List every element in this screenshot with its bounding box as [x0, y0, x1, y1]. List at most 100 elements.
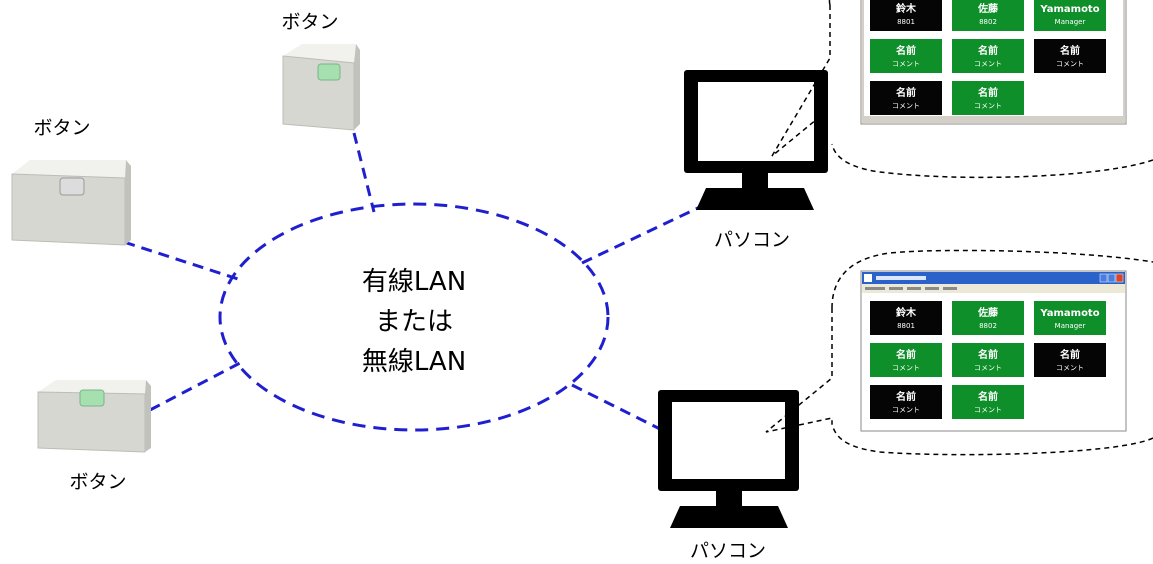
computer-label: パソコン [714, 229, 790, 251]
button-key [317, 63, 341, 81]
computer-bottom: パソコン [658, 390, 799, 562]
status-cell-bg [1034, 0, 1106, 31]
maximize-button[interactable] [1107, 273, 1116, 283]
window-menubar [862, 284, 1125, 293]
status-cell-sub: コメント [974, 364, 1002, 372]
status-cell[interactable]: 佐藤 8802 [952, 0, 1024, 31]
status-cell-bg [1034, 39, 1106, 73]
status-cell-bg [952, 343, 1024, 377]
status-cell-bg [1034, 301, 1106, 335]
status-cell-sub: 8801 [897, 322, 915, 330]
status-cell-name: 名前 [896, 348, 916, 361]
title-text-placeholder [876, 276, 926, 280]
link-pc-top [581, 205, 701, 265]
status-cell-name: 名前 [896, 86, 916, 99]
button-label: ボタン [33, 117, 90, 139]
status-cell[interactable]: 鈴木 8801 [870, 301, 942, 335]
status-cell-sub: Manager [1055, 18, 1086, 26]
status-cell-bg [870, 0, 942, 31]
callout-bottom [765, 249, 1153, 456]
status-grid: 鈴木8801佐藤8802YamamotoManager名前コメント名前コメント名… [870, 301, 1106, 419]
computer-label: パソコン [690, 540, 766, 562]
status-grid: 鈴木8801佐藤8802YamamotoManager名前コメント名前コメント名… [870, 0, 1106, 115]
status-cell-name: 名前 [1060, 348, 1080, 361]
computer-top: パソコン [684, 70, 828, 251]
button-label: ボタン [69, 471, 126, 493]
button-body [12, 160, 126, 178]
status-cell-bg [870, 385, 942, 419]
status-cell-sub: コメント [974, 406, 1002, 414]
status-cell-sub: コメント [892, 102, 920, 110]
button-device-top: ボタン [281, 11, 360, 131]
status-cell-name: 佐藤 [977, 2, 999, 15]
minimize-button[interactable] [1099, 273, 1108, 283]
status-cell-bg [870, 81, 942, 115]
window-titlebar [862, 272, 1125, 284]
button-device-left: ボタン [11, 117, 131, 246]
link-button-bottom [149, 361, 241, 412]
status-cell-sub: Manager [1055, 322, 1086, 330]
button-key [59, 177, 85, 196]
app-window-top: 鈴木8801佐藤8802YamamotoManager名前コメント名前コメント名… [860, 0, 1127, 125]
status-cell[interactable]: 佐藤 8802 [952, 301, 1024, 335]
status-cell-bg [952, 301, 1024, 335]
callout-top [771, 0, 1153, 179]
status-cell-sub: コメント [1056, 364, 1084, 372]
status-cell-bg [1034, 343, 1106, 377]
app-window-bottom: 鈴木8801佐藤8802YamamotoManager名前コメント名前コメント名… [860, 270, 1127, 432]
status-cell-sub: コメント [892, 60, 920, 68]
status-cell-sub: 8802 [979, 322, 997, 330]
status-cell-name: 名前 [978, 348, 998, 361]
menu-items [865, 287, 957, 290]
status-cell-bg [952, 81, 1024, 115]
status-cell-sub: コメント [974, 102, 1002, 110]
link-pc-bottom [571, 383, 663, 432]
button-body [38, 380, 146, 394]
status-cell-bg [952, 0, 1024, 31]
network-label-line3: 無線LAN [362, 347, 466, 377]
status-cell-bg [870, 301, 942, 335]
network-cloud [218, 202, 610, 432]
status-cell-name: 名前 [1060, 44, 1080, 57]
status-cell-name: 鈴木 [896, 306, 917, 319]
status-cell-name: 鈴木 [896, 2, 917, 15]
button-key [79, 389, 105, 407]
status-cell-sub: コメント [892, 364, 920, 372]
status-cell-name: 名前 [896, 390, 916, 403]
button-device-bottom: ボタン [37, 380, 151, 493]
status-cell-name: 名前 [978, 86, 998, 99]
callout-bubble [831, 249, 1153, 456]
status-cell-bg [870, 39, 942, 73]
status-cell-name: Yamamoto [1039, 308, 1099, 319]
status-cell-bg [952, 39, 1024, 73]
status-cell-sub: コメント [1056, 60, 1084, 68]
status-cell-bg [870, 343, 942, 377]
status-cell-name: 佐藤 [977, 306, 999, 319]
status-cell-name: Yamamoto [1039, 4, 1099, 15]
status-cell-name: 名前 [896, 44, 916, 57]
network-label-line1: 有線LAN [362, 267, 466, 297]
callout-pointer [771, 5, 831, 157]
callout-pointer [765, 308, 833, 433]
status-cell-sub: コメント [892, 406, 920, 414]
status-cell-sub: 8802 [979, 18, 997, 26]
network-label-line2: または [375, 307, 453, 337]
app-icon [864, 274, 872, 282]
close-button[interactable] [1115, 273, 1124, 283]
status-cell-sub: コメント [974, 60, 1002, 68]
status-cell-bg [952, 385, 1024, 419]
button-label: ボタン [281, 11, 338, 33]
